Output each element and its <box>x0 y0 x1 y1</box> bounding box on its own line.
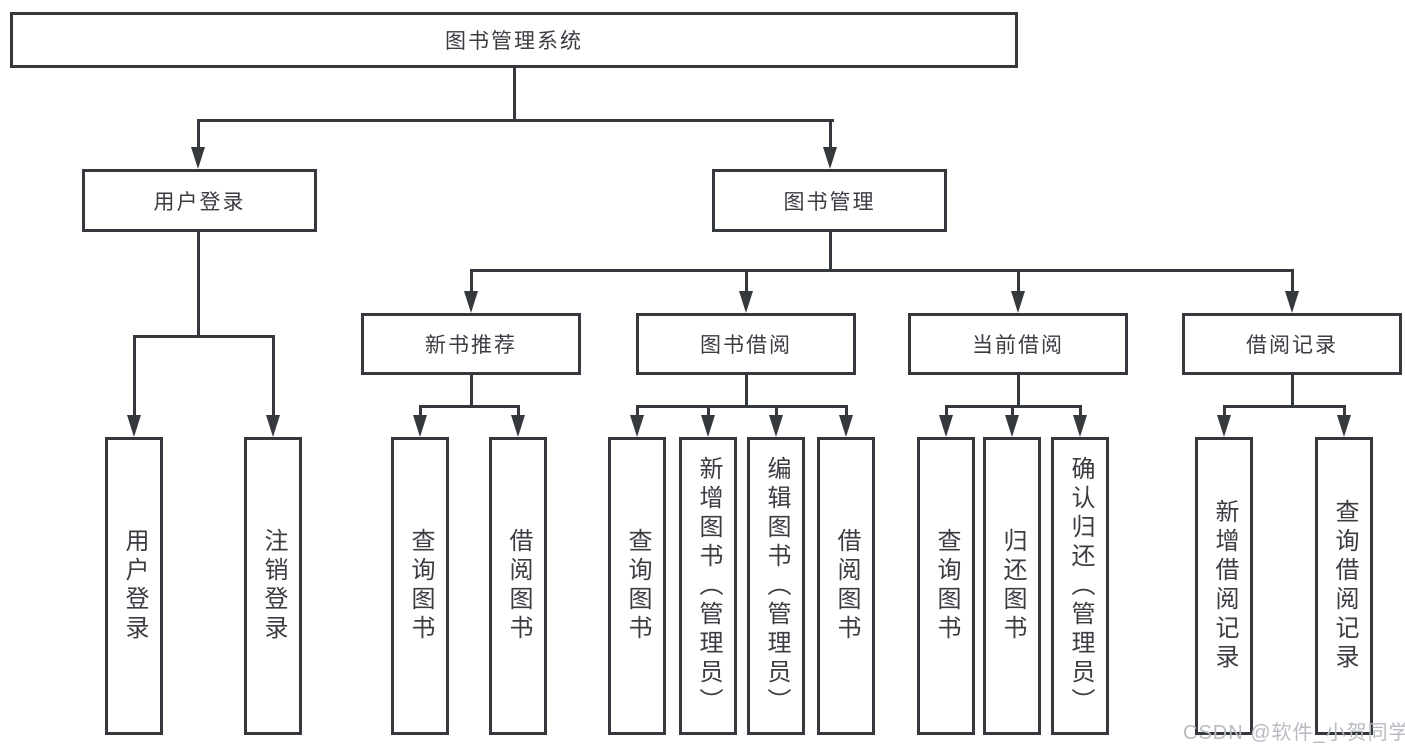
leaf-bb-add-books-admin: 新增图书（管理员） <box>679 437 737 735</box>
connector-line <box>1291 375 1294 408</box>
arrowhead-down <box>191 147 205 169</box>
connector-line <box>775 405 778 417</box>
arrowhead-down <box>739 291 753 313</box>
connector-line <box>945 405 948 417</box>
leaf-bb-query-books: 查询图书 <box>608 437 666 735</box>
leaf-nb-borrow-books: 借阅图书 <box>489 437 547 735</box>
leaf-label: 查询图书 <box>624 528 651 644</box>
arrowhead-down <box>769 415 783 437</box>
connector-line <box>1011 405 1014 417</box>
node-book-management: 图书管理 <box>712 169 947 232</box>
arrowhead-down <box>127 415 141 437</box>
csdn-watermark: CSDN @软件_小贺同学 <box>1183 722 1405 744</box>
node-borrow-records: 借阅记录 <box>1182 313 1402 375</box>
leaf-cb-query-books: 查询图书 <box>917 437 975 735</box>
node-current-borrow: 当前借阅 <box>908 313 1128 375</box>
arrowhead-down <box>1217 415 1231 437</box>
leaf-br-query-record: 查询借阅记录 <box>1315 437 1373 735</box>
leaf-label: 归还图书 <box>999 528 1026 644</box>
leaf-label: 借阅图书 <box>833 528 860 644</box>
connector-line <box>517 405 520 417</box>
connector-line <box>1017 375 1020 408</box>
leaf-label: 确认归还（管理员） <box>1067 455 1094 717</box>
connector-line <box>133 335 136 417</box>
connector-line <box>1223 405 1226 417</box>
connector-line <box>419 405 422 417</box>
arrowhead-down <box>1337 415 1351 437</box>
arrowhead-down <box>1285 291 1299 313</box>
leaf-br-add-record: 新增借阅记录 <box>1195 437 1253 735</box>
leaf-nb-query-books: 查询图书 <box>391 437 449 735</box>
arrowhead-down <box>1011 291 1025 313</box>
connector-line <box>745 269 748 293</box>
leaf-label: 查询借阅记录 <box>1331 499 1358 673</box>
connector-line <box>1079 405 1082 417</box>
connector-line <box>197 119 200 149</box>
connector-line <box>513 68 516 120</box>
leaf-cb-return-books: 归还图书 <box>983 437 1041 735</box>
leaf-bb-borrow-books: 借阅图书 <box>817 437 875 735</box>
connector-line <box>636 405 639 417</box>
connector-line <box>1223 405 1346 408</box>
leaf-label: 新增图书（管理员） <box>695 455 722 717</box>
arrowhead-down <box>823 147 837 169</box>
leaf-label: 查询图书 <box>933 528 960 644</box>
connector-line <box>707 405 710 417</box>
connector-line <box>419 405 520 408</box>
node-root-system: 图书管理系统 <box>10 12 1018 68</box>
arrowhead-down <box>511 415 525 437</box>
connector-line <box>829 232 832 272</box>
connector-line <box>829 119 832 149</box>
connector-line <box>1343 405 1346 417</box>
node-book-borrow: 图书借阅 <box>636 313 856 375</box>
leaf-label: 查询图书 <box>407 528 434 644</box>
leaf-label: 新增借阅记录 <box>1211 499 1238 673</box>
connector-line <box>636 405 848 408</box>
arrowhead-down <box>1005 415 1019 437</box>
arrowhead-down <box>839 415 853 437</box>
arrowhead-down <box>266 415 280 437</box>
connector-line <box>1291 269 1294 293</box>
arrowhead-down <box>630 415 644 437</box>
leaf-label: 注销登录 <box>260 528 287 644</box>
leaf-cb-confirm-return-admin: 确认归还（管理员） <box>1051 437 1109 735</box>
leaf-label: 编辑图书（管理员） <box>763 455 790 717</box>
connector-line <box>133 335 275 338</box>
leaf-label: 借阅图书 <box>505 528 532 644</box>
arrowhead-down <box>939 415 953 437</box>
connector-line <box>745 375 748 408</box>
node-new-book-recommend: 新书推荐 <box>361 313 581 375</box>
leaf-label: 用户登录 <box>121 528 148 644</box>
connector-line <box>470 375 473 408</box>
node-user-login: 用户登录 <box>82 169 317 232</box>
connector-line <box>272 335 275 417</box>
arrowhead-down <box>413 415 427 437</box>
connector-line <box>470 269 1294 272</box>
leaf-logout: 注销登录 <box>244 437 302 735</box>
connector-line <box>197 232 200 338</box>
connector-line <box>197 119 834 122</box>
arrowhead-down <box>701 415 715 437</box>
leaf-bb-edit-books-admin: 编辑图书（管理员） <box>747 437 805 735</box>
connector-line <box>1017 269 1020 293</box>
connector-line <box>845 405 848 417</box>
arrowhead-down <box>464 291 478 313</box>
leaf-user-login: 用户登录 <box>105 437 163 735</box>
arrowhead-down <box>1073 415 1087 437</box>
connector-line <box>470 269 473 293</box>
